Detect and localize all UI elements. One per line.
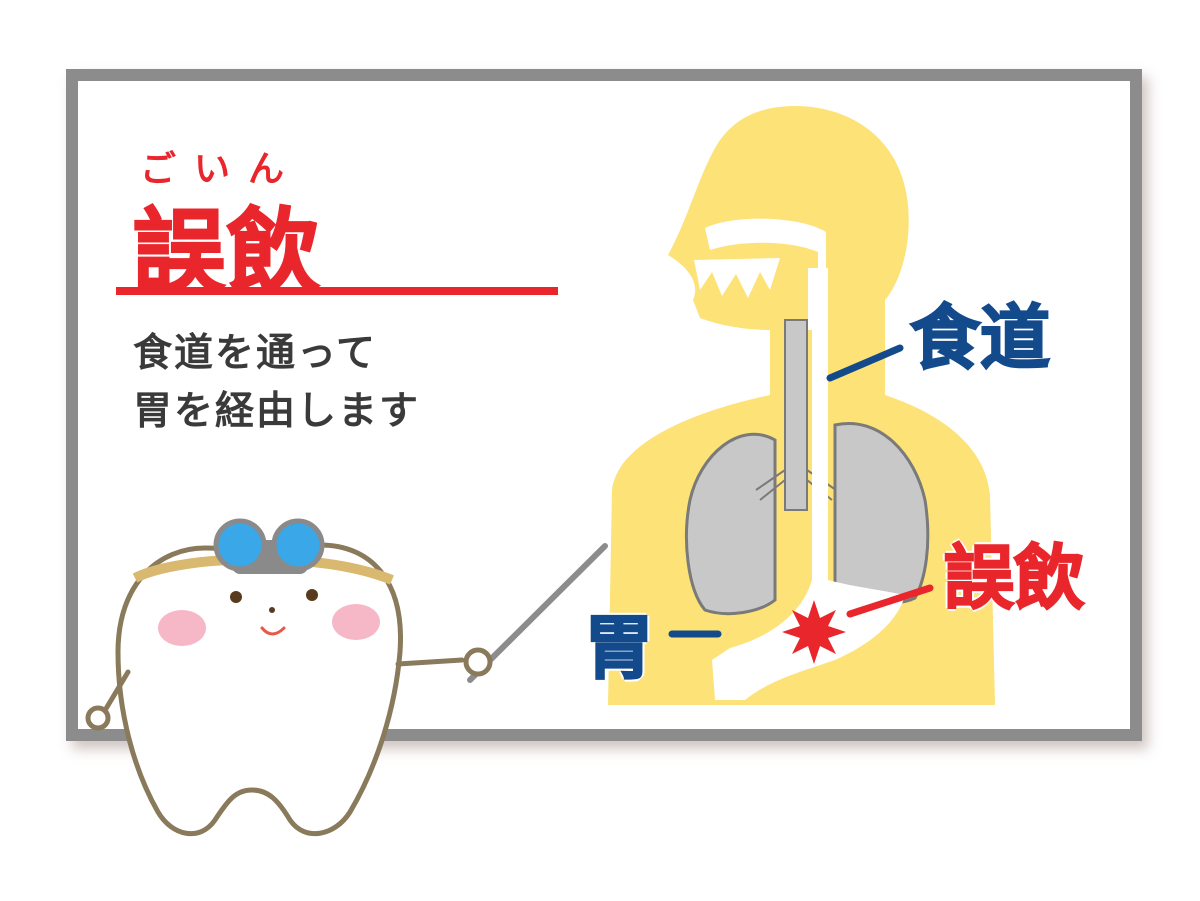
description-line-2: 胃を経由します — [133, 389, 421, 434]
left-cheek — [158, 610, 206, 646]
description-line-1: 食道を通って — [133, 331, 378, 376]
left-arm — [101, 669, 131, 715]
right-eye — [306, 589, 318, 601]
left-hand — [85, 705, 111, 731]
ingestion-label: 誤飲 — [943, 536, 1085, 620]
upper-teeth — [694, 258, 780, 298]
right-cheek — [332, 604, 380, 640]
oral-cavity — [705, 218, 826, 300]
mouth — [260, 626, 286, 636]
title-underline — [116, 287, 558, 295]
esophagus-tube — [812, 330, 828, 600]
esophagus-leader-line — [826, 344, 904, 382]
nose — [269, 607, 275, 613]
right-arm — [395, 657, 465, 667]
left-lung — [685, 432, 777, 616]
left-eye — [230, 591, 242, 603]
esophagus-label: 食道 — [909, 296, 1051, 380]
title-ruby: ごいん — [140, 149, 303, 190]
head-mirror-left-lens — [213, 518, 267, 572]
ingestion-leader-line — [846, 584, 934, 618]
trachea — [784, 319, 808, 511]
stomach-label: 胃 — [583, 606, 655, 690]
right-hand — [463, 647, 493, 677]
impact-burst-icon — [782, 600, 846, 664]
pharynx — [808, 268, 828, 345]
pointer-stick-icon — [467, 543, 608, 683]
head-mirror-right-lens — [271, 518, 325, 572]
tooth-body — [115, 542, 403, 837]
